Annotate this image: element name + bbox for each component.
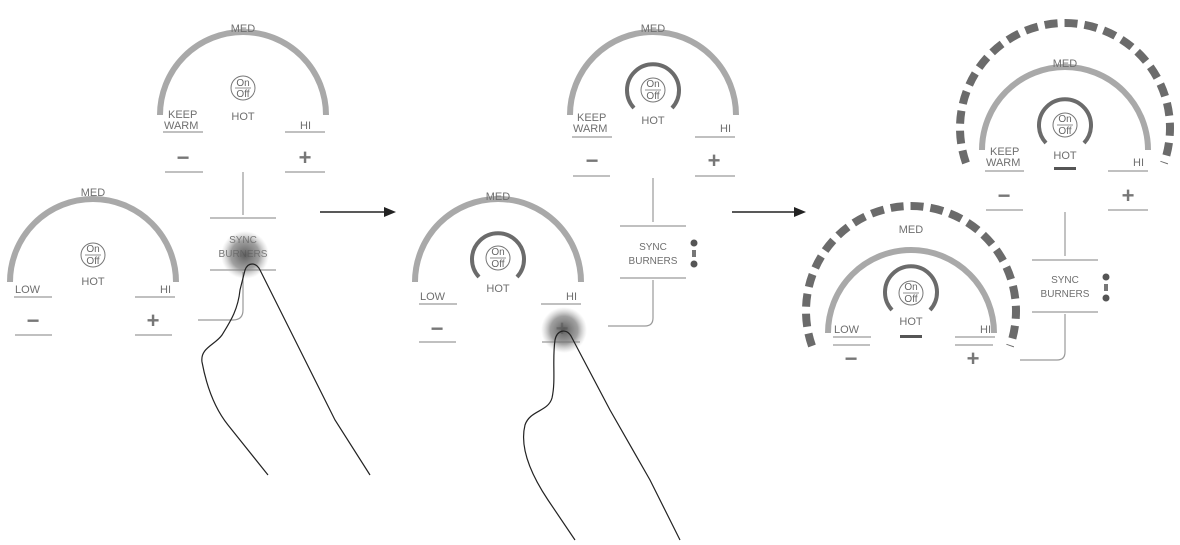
arrow-right-icon: [320, 207, 396, 217]
sync-indicator-icon: [1102, 273, 1110, 302]
panel-1: MED On Off HOT KEEP WARM HI − + SYNC BUR…: [7, 23, 371, 476]
sync-indicator-icon: [690, 239, 698, 268]
med-label: MED: [81, 187, 106, 199]
hot-label: HOT: [486, 283, 510, 295]
burners-label: BURNERS: [1041, 289, 1090, 300]
burner-top-2: MED On Off HOT KEEP WARM HI − +: [567, 23, 739, 177]
hi-label: HI: [160, 284, 171, 296]
on-off-button[interactable]: On Off: [1052, 112, 1078, 138]
plus-button[interactable]: +: [1122, 183, 1135, 208]
heat-ring: [1037, 97, 1093, 145]
burner-bottom-1: MED On Off HOT LOW HI − +: [7, 187, 179, 336]
hot-label: HOT: [899, 316, 923, 328]
level-bar: [1054, 167, 1076, 170]
hi-label: HI: [980, 324, 991, 336]
heat-arc: [979, 64, 1151, 151]
heat-arc: [825, 247, 997, 334]
minus-button[interactable]: −: [998, 183, 1011, 208]
heat-ring: [883, 264, 939, 312]
hi-label: HI: [1133, 157, 1144, 169]
minus-button[interactable]: −: [586, 148, 599, 173]
plus-button[interactable]: +: [967, 346, 980, 371]
burner-bottom-2: MED On Off HOT LOW HI − +: [412, 191, 584, 343]
med-label: MED: [1053, 58, 1078, 70]
hot-label: HOT: [641, 115, 665, 127]
minus-button[interactable]: −: [431, 316, 444, 341]
hand-icon: [201, 263, 371, 476]
heat-dash-ring: [956, 19, 1174, 165]
touch-indicator: [221, 231, 269, 279]
on-label: On: [236, 78, 249, 89]
heat-arc: [157, 29, 329, 116]
hi-label: HI: [566, 291, 577, 303]
med-label: MED: [486, 191, 511, 203]
arrow-right-icon: [732, 207, 806, 217]
low-label: LOW: [834, 324, 860, 336]
plus-button[interactable]: +: [147, 308, 160, 333]
panel-2: MED On Off HOT KEEP WARM HI − + SYNC BUR…: [412, 23, 739, 541]
off-label: Off: [86, 256, 99, 267]
warm-label: WARM: [164, 120, 198, 132]
hi-label: HI: [720, 123, 731, 135]
minus-button[interactable]: −: [845, 346, 858, 371]
minus-button[interactable]: −: [177, 145, 190, 170]
off-label: Off: [646, 91, 659, 102]
med-label: MED: [231, 23, 256, 35]
keep-label: KEEP: [990, 146, 1019, 158]
burners-label: BURNERS: [629, 256, 678, 267]
warm-label: WARM: [986, 157, 1020, 169]
med-label: MED: [899, 224, 924, 236]
hot-label: HOT: [1053, 150, 1077, 162]
plus-button[interactable]: +: [708, 148, 721, 173]
on-label: On: [86, 244, 99, 255]
hand-icon: [522, 330, 681, 541]
on-off-button[interactable]: On Off: [230, 75, 256, 101]
sync-label: SYNC: [1051, 275, 1079, 286]
heat-arc: [567, 29, 739, 116]
on-label: On: [646, 79, 659, 90]
minus-button[interactable]: −: [27, 308, 40, 333]
plus-button[interactable]: +: [299, 145, 312, 170]
on-label: On: [491, 247, 504, 258]
heat-dash-ring: [802, 202, 1020, 348]
touch-indicator: [541, 307, 587, 353]
sync-label: SYNC: [639, 242, 667, 253]
on-label: On: [904, 282, 917, 293]
hot-label: HOT: [231, 111, 255, 123]
heat-ring: [470, 231, 526, 279]
on-off-button[interactable]: On Off: [640, 77, 666, 103]
low-label: LOW: [420, 291, 446, 303]
off-label: Off: [904, 294, 917, 305]
on-off-button[interactable]: On Off: [80, 242, 106, 268]
burner-top-3: MED On Off HOT KEEP WARM HI − +: [956, 19, 1174, 211]
on-off-button[interactable]: On Off: [485, 245, 511, 271]
off-label: Off: [236, 89, 249, 100]
level-bar: [900, 335, 922, 338]
off-label: Off: [491, 259, 504, 270]
panel-3: MED On Off HOT KEEP WARM HI − + SYNC BUR…: [802, 19, 1174, 371]
hot-label: HOT: [81, 276, 105, 288]
med-label: MED: [641, 23, 666, 35]
warm-label: WARM: [573, 123, 607, 135]
heat-ring: [625, 62, 681, 110]
heat-arc: [412, 196, 584, 283]
low-label: LOW: [15, 284, 41, 296]
burner-top-1: MED On Off HOT KEEP WARM HI − +: [157, 23, 329, 173]
keep-label: KEEP: [577, 112, 606, 124]
burner-bottom-3: MED On Off HOT LOW HI − +: [802, 202, 1020, 371]
off-label: Off: [1058, 126, 1071, 137]
heat-arc: [7, 196, 179, 283]
keep-label: KEEP: [168, 109, 197, 121]
on-off-button[interactable]: On Off: [898, 280, 924, 306]
hi-label: HI: [300, 120, 311, 132]
on-label: On: [1058, 114, 1071, 125]
